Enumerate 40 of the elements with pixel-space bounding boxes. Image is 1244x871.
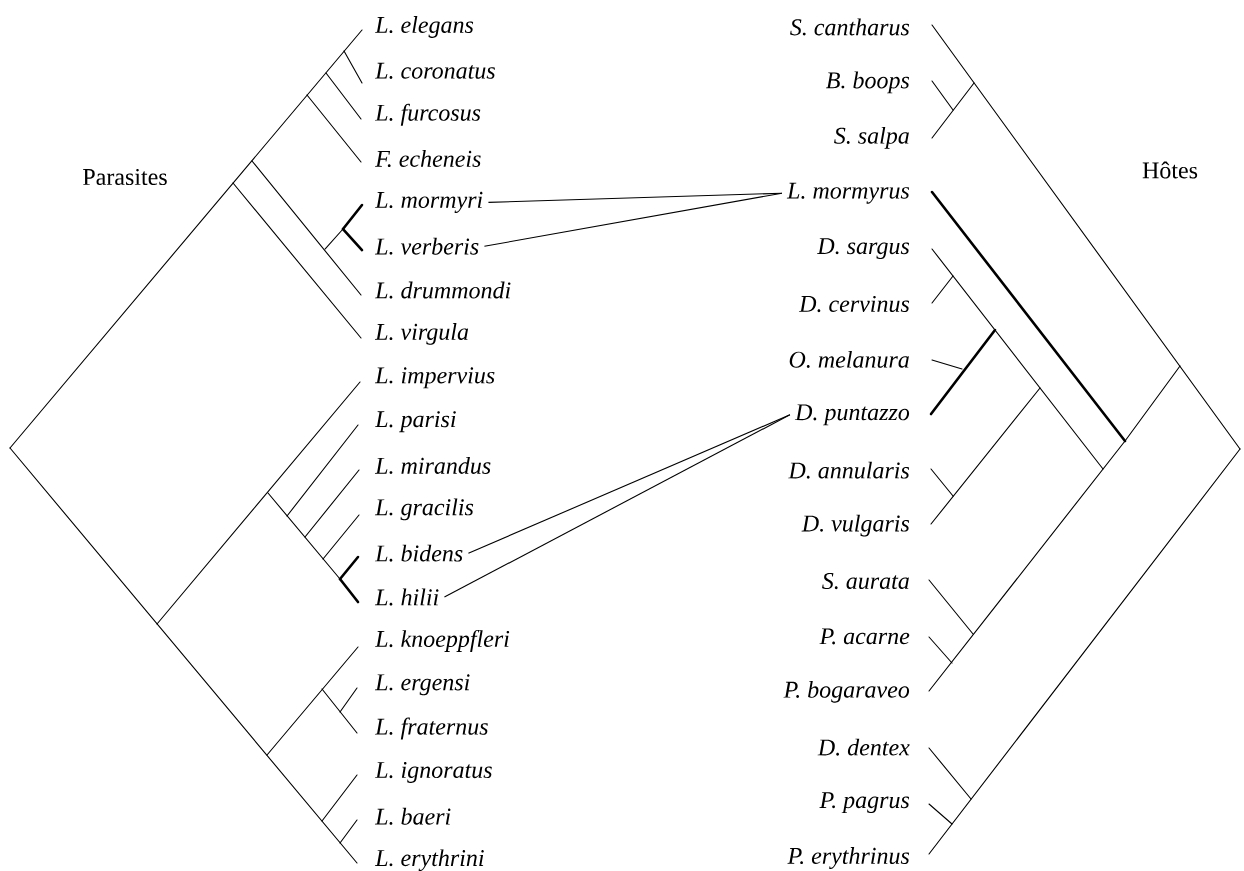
tree-title: Parasites bbox=[83, 168, 167, 186]
taxon-label: L. coronatus bbox=[374, 62, 495, 79]
taxon-label: L. furcosus bbox=[374, 103, 481, 126]
taxon-label: P. erythrinus bbox=[787, 847, 910, 869]
taxon-label: L. virgula bbox=[374, 323, 469, 345]
taxon-label: L. bidens bbox=[374, 544, 463, 562]
association-line bbox=[483, 192, 783, 247]
taxon-label: D. puntazzo bbox=[794, 404, 910, 426]
taxon-label: L. drummondi bbox=[374, 281, 511, 299]
taxon-label: L. gracilis bbox=[374, 498, 474, 521]
taxon-label: B. boops bbox=[826, 71, 910, 94]
taxon-label: P. bogaraveo bbox=[783, 680, 910, 703]
taxon-label: L. mormyrus bbox=[786, 182, 910, 204]
taxon-label: F. echeneis bbox=[375, 150, 481, 168]
taxon-label: L. ignoratus bbox=[374, 761, 492, 783]
taxon-label: D. sargus bbox=[817, 238, 910, 259]
tree-title: Hôtes bbox=[1142, 161, 1198, 179]
taxon-label: D. dentex bbox=[817, 738, 910, 756]
taxon-label: D. annularis bbox=[788, 461, 910, 479]
taxon-label: P. acarne bbox=[819, 628, 910, 645]
taxon-label: O. melanura bbox=[789, 350, 909, 368]
taxon-label: L. parisi bbox=[374, 411, 456, 433]
taxon-label: L. baeri bbox=[374, 807, 451, 825]
association-line bbox=[443, 414, 791, 598]
taxon-label: L. elegans bbox=[374, 16, 474, 38]
taxon-label: S. salpa bbox=[834, 126, 909, 149]
taxon-label: D. cervinus bbox=[798, 295, 910, 313]
taxon-label: D. vulgaris bbox=[801, 514, 910, 537]
taxon-label: L. mirandus bbox=[374, 457, 491, 474]
taxon-label: S. aurata bbox=[822, 572, 909, 590]
taxon-label: L. impervius bbox=[374, 367, 495, 389]
taxon-label: L. knoeppfleri bbox=[374, 629, 510, 652]
taxon-label: S. cantharus bbox=[790, 18, 910, 36]
taxon-label: P. pagrus bbox=[819, 792, 910, 814]
taxon-label: L. hilii bbox=[374, 588, 439, 606]
taxon-label: L. erythrini bbox=[374, 849, 484, 871]
taxon-label: L. mormyri bbox=[374, 191, 483, 213]
taxon-label: L. fraternus bbox=[374, 717, 488, 740]
taxon-label: L. ergensi bbox=[374, 674, 470, 696]
taxon-label: L. verberis bbox=[374, 237, 479, 255]
